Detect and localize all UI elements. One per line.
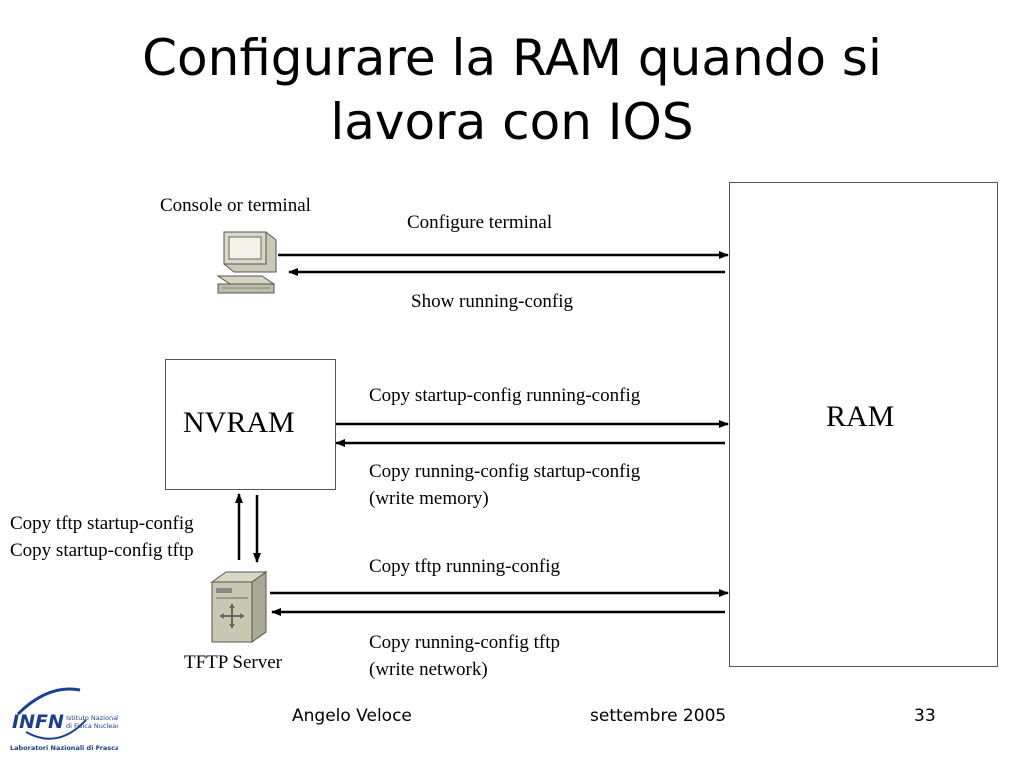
nvram-label: NVRAM: [183, 406, 295, 439]
server-icon: [210, 571, 268, 643]
console-label: Console or terminal: [160, 195, 311, 216]
nvram-box: [165, 359, 336, 490]
footer-author: Angelo Veloce: [292, 706, 412, 726]
configure-terminal-label: Configure terminal: [407, 212, 553, 233]
copy-running-startup-label: Copy running-config startup-config: [369, 461, 641, 482]
footer-date: settembre 2005: [590, 706, 727, 726]
write-network-label: (write network): [369, 659, 488, 680]
logo-brand: INFN: [12, 711, 64, 733]
ram-label: RAM: [826, 400, 895, 433]
copy-startup-tftp-label: Copy startup-config tftp: [10, 540, 194, 561]
footer-page-number: 33: [914, 706, 936, 726]
title-line-1: Configurare la RAM quando si: [142, 29, 882, 87]
show-running-label: Show running-config: [411, 291, 574, 312]
copy-running-tftp-label: Copy running-config tftp: [369, 632, 561, 653]
infn-logo: INFN Istituto Nazionale di Fisica Nuclea…: [10, 687, 118, 752]
copy-tftp-running-label: Copy tftp running-config: [369, 556, 561, 577]
copy-startup-running-label: Copy startup-config running-config: [369, 385, 641, 406]
copy-tftp-startup-label: Copy tftp startup-config: [10, 513, 194, 534]
write-memory-label: (write memory): [369, 488, 489, 509]
slide-title: Configurare la RAM quando si lavora con …: [60, 26, 964, 154]
logo-line-3: Laboratori Nazionali di Frascati: [10, 744, 118, 752]
title-line-2: lavora con IOS: [330, 93, 694, 151]
tftp-server-label: TFTP Server: [184, 652, 282, 673]
terminal-icon: [216, 231, 277, 294]
logo-line-2: di Fisica Nucleare: [66, 722, 118, 730]
ram-box: [729, 182, 998, 667]
logo-line-1: Istituto Nazionale: [66, 714, 118, 722]
